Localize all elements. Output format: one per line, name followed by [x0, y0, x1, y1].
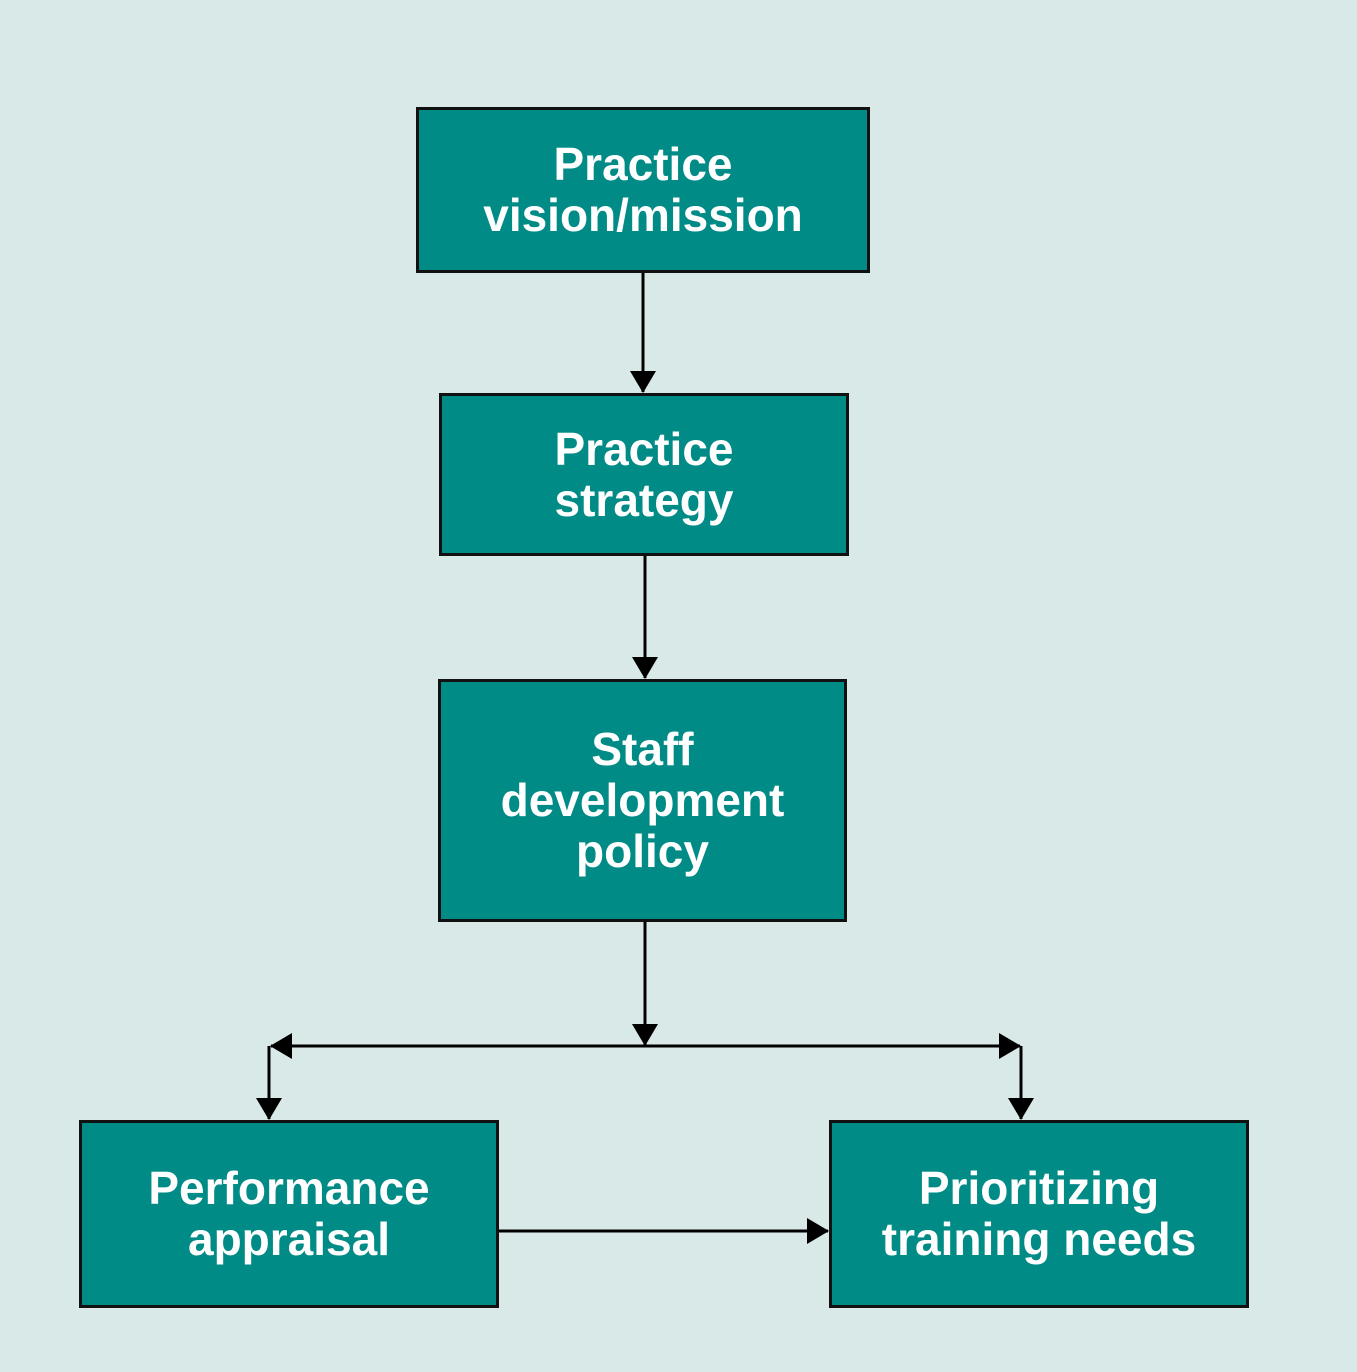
node-label-line: Practice	[554, 422, 734, 475]
node-label-line: policy	[576, 825, 709, 877]
node-staff-development-policy: Staff development policy	[438, 679, 847, 922]
node-label-line: Performance	[148, 1162, 430, 1214]
node-label-line: training needs	[881, 1213, 1197, 1265]
node-label-line: development	[500, 774, 785, 826]
node-performance-appraisal: Performance appraisal	[79, 1120, 499, 1308]
node-label-line: Staff	[591, 723, 694, 775]
node-prioritizing-training-needs: Prioritizing training needs	[829, 1120, 1249, 1308]
node-practice-strategy: Practice strategy	[439, 393, 849, 556]
node-label-line: vision/mission	[483, 189, 803, 241]
node-practice-vision-mission: Practice vision/mission	[416, 107, 870, 273]
node-label-line: appraisal	[188, 1213, 390, 1265]
node-label-line: strategy	[554, 473, 734, 526]
node-label-line: Prioritizing	[918, 1162, 1160, 1214]
node-label-line: Practice	[553, 138, 733, 190]
